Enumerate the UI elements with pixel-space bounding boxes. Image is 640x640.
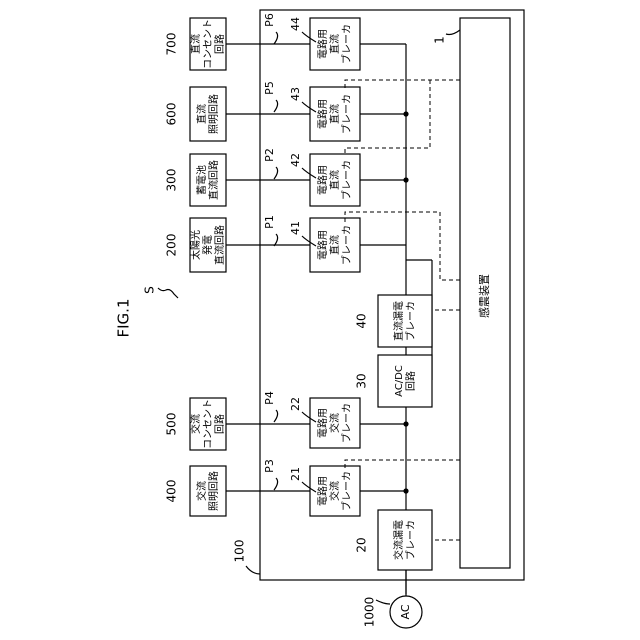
circuit-label: 直流回路 [213,225,226,265]
breaker-label: ブレーカ [340,225,353,265]
breaker-label: 電路用 [316,476,329,506]
circuit-ref: 700 [165,33,179,56]
ac-leakage-breaker-label: 交流漏電 [392,520,405,560]
circuit-label: 発電 [201,235,214,255]
port-label: P5 [263,81,276,95]
circuit-ref: 300 [165,169,179,192]
dc-leakage-breaker-label: ブレーカ [404,301,417,341]
circuit-label: 回路 [213,34,226,54]
circuit-label: コンセント [202,399,214,449]
circuit-label: 直流 [189,34,202,54]
breaker-ref: 21 [289,467,302,481]
circuit-box [190,466,226,516]
circuit-label: コンセント [202,19,214,69]
port-label: P1 [263,215,276,229]
circuit-box [190,154,226,206]
ac-source-label: AC [399,604,412,619]
breaker-label: 電路用 [316,230,329,260]
breaker-ref: 43 [289,87,302,101]
circuit-label: 直流回路 [207,160,220,200]
ref-leader [376,600,390,604]
breaker-ref: 22 [289,397,302,411]
circuit-box [190,87,226,141]
circuit-ref: 200 [165,234,179,257]
circuit-label: 照明回路 [207,94,220,134]
breaker-label: 直流 [328,235,341,255]
acdc-label: 回路 [404,371,417,391]
breaker-label: ブレーカ [340,160,353,200]
breaker-label: 直流 [328,170,341,190]
breaker-label: 直流 [328,104,341,124]
breaker-label: 交流 [328,413,341,433]
figure-title: FIG.1 [115,299,133,338]
breaker-label: 電路用 [316,29,329,59]
housing-leader [246,566,260,574]
acdc-label: AC/DC [394,365,405,397]
acdc-box [378,355,432,407]
port-label: P4 [263,391,276,405]
breaker-label: ブレーカ [340,94,353,134]
sensor-ref: 1 [433,36,447,44]
circuit-ref: 500 [165,413,179,436]
system-ref: S [143,286,157,294]
circuit-ref: 400 [165,480,179,503]
circuit-label: 蓄電池 [195,165,208,195]
dc-leakage-breaker-ref: 40 [355,313,369,328]
port-label: P2 [263,148,276,162]
breaker-label: ブレーカ [340,24,353,64]
port-label: P6 [263,13,276,27]
circuit-label: 交流 [195,481,208,501]
breaker-label: ブレーカ [340,471,353,511]
breaker-ref: 42 [289,153,302,167]
port-label: P3 [263,459,276,473]
breaker-label: ブレーカ [340,403,353,443]
dc-leakage-breaker-label: 直流漏電 [392,301,405,341]
ac-leakage-breaker-label: ブレーカ [404,520,417,560]
ac-leakage-breaker-box [378,510,432,570]
circuit-label: 直流 [195,104,208,124]
system-leader [158,288,178,298]
circuit-label: 交流 [189,414,202,434]
breaker-label: 交流 [328,481,341,501]
breaker-label: 電路用 [316,99,329,129]
housing-ref: 100 [233,540,247,563]
circuit-label: 太陽光 [189,230,202,260]
breaker-ref: 41 [289,221,302,235]
ac-leakage-breaker-ref: 20 [355,537,369,552]
circuit-ref: 600 [165,103,179,126]
breaker-label: 直流 [328,34,341,54]
circuit-label: 照明回路 [207,471,220,511]
sensor-label: 感震装置 [478,274,491,318]
ac-source-ref: 1000 [363,597,377,628]
breaker-label: 電路用 [316,165,329,195]
breaker-label: 電路用 [316,408,329,438]
circuit-label: 回路 [213,414,226,434]
breaker-ref: 44 [289,17,302,31]
acdc-ref: 30 [355,373,369,388]
dc-leakage-breaker-box [378,295,432,347]
